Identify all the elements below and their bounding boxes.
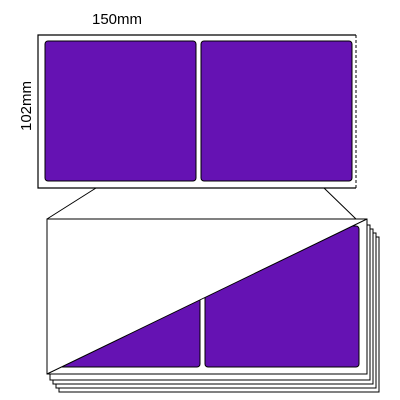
front-label-sheet <box>46 218 368 375</box>
top-label-sheet <box>37 34 357 189</box>
top-sheet-left-label <box>44 40 197 182</box>
perspective-line-left <box>46 187 97 220</box>
peel-diagonal-line <box>46 218 368 375</box>
width-dimension-label: 150mm <box>92 11 142 28</box>
height-dimension-label: 102mm <box>18 81 35 131</box>
top-sheet-right-label <box>200 40 353 182</box>
perspective-line-right <box>323 187 357 220</box>
